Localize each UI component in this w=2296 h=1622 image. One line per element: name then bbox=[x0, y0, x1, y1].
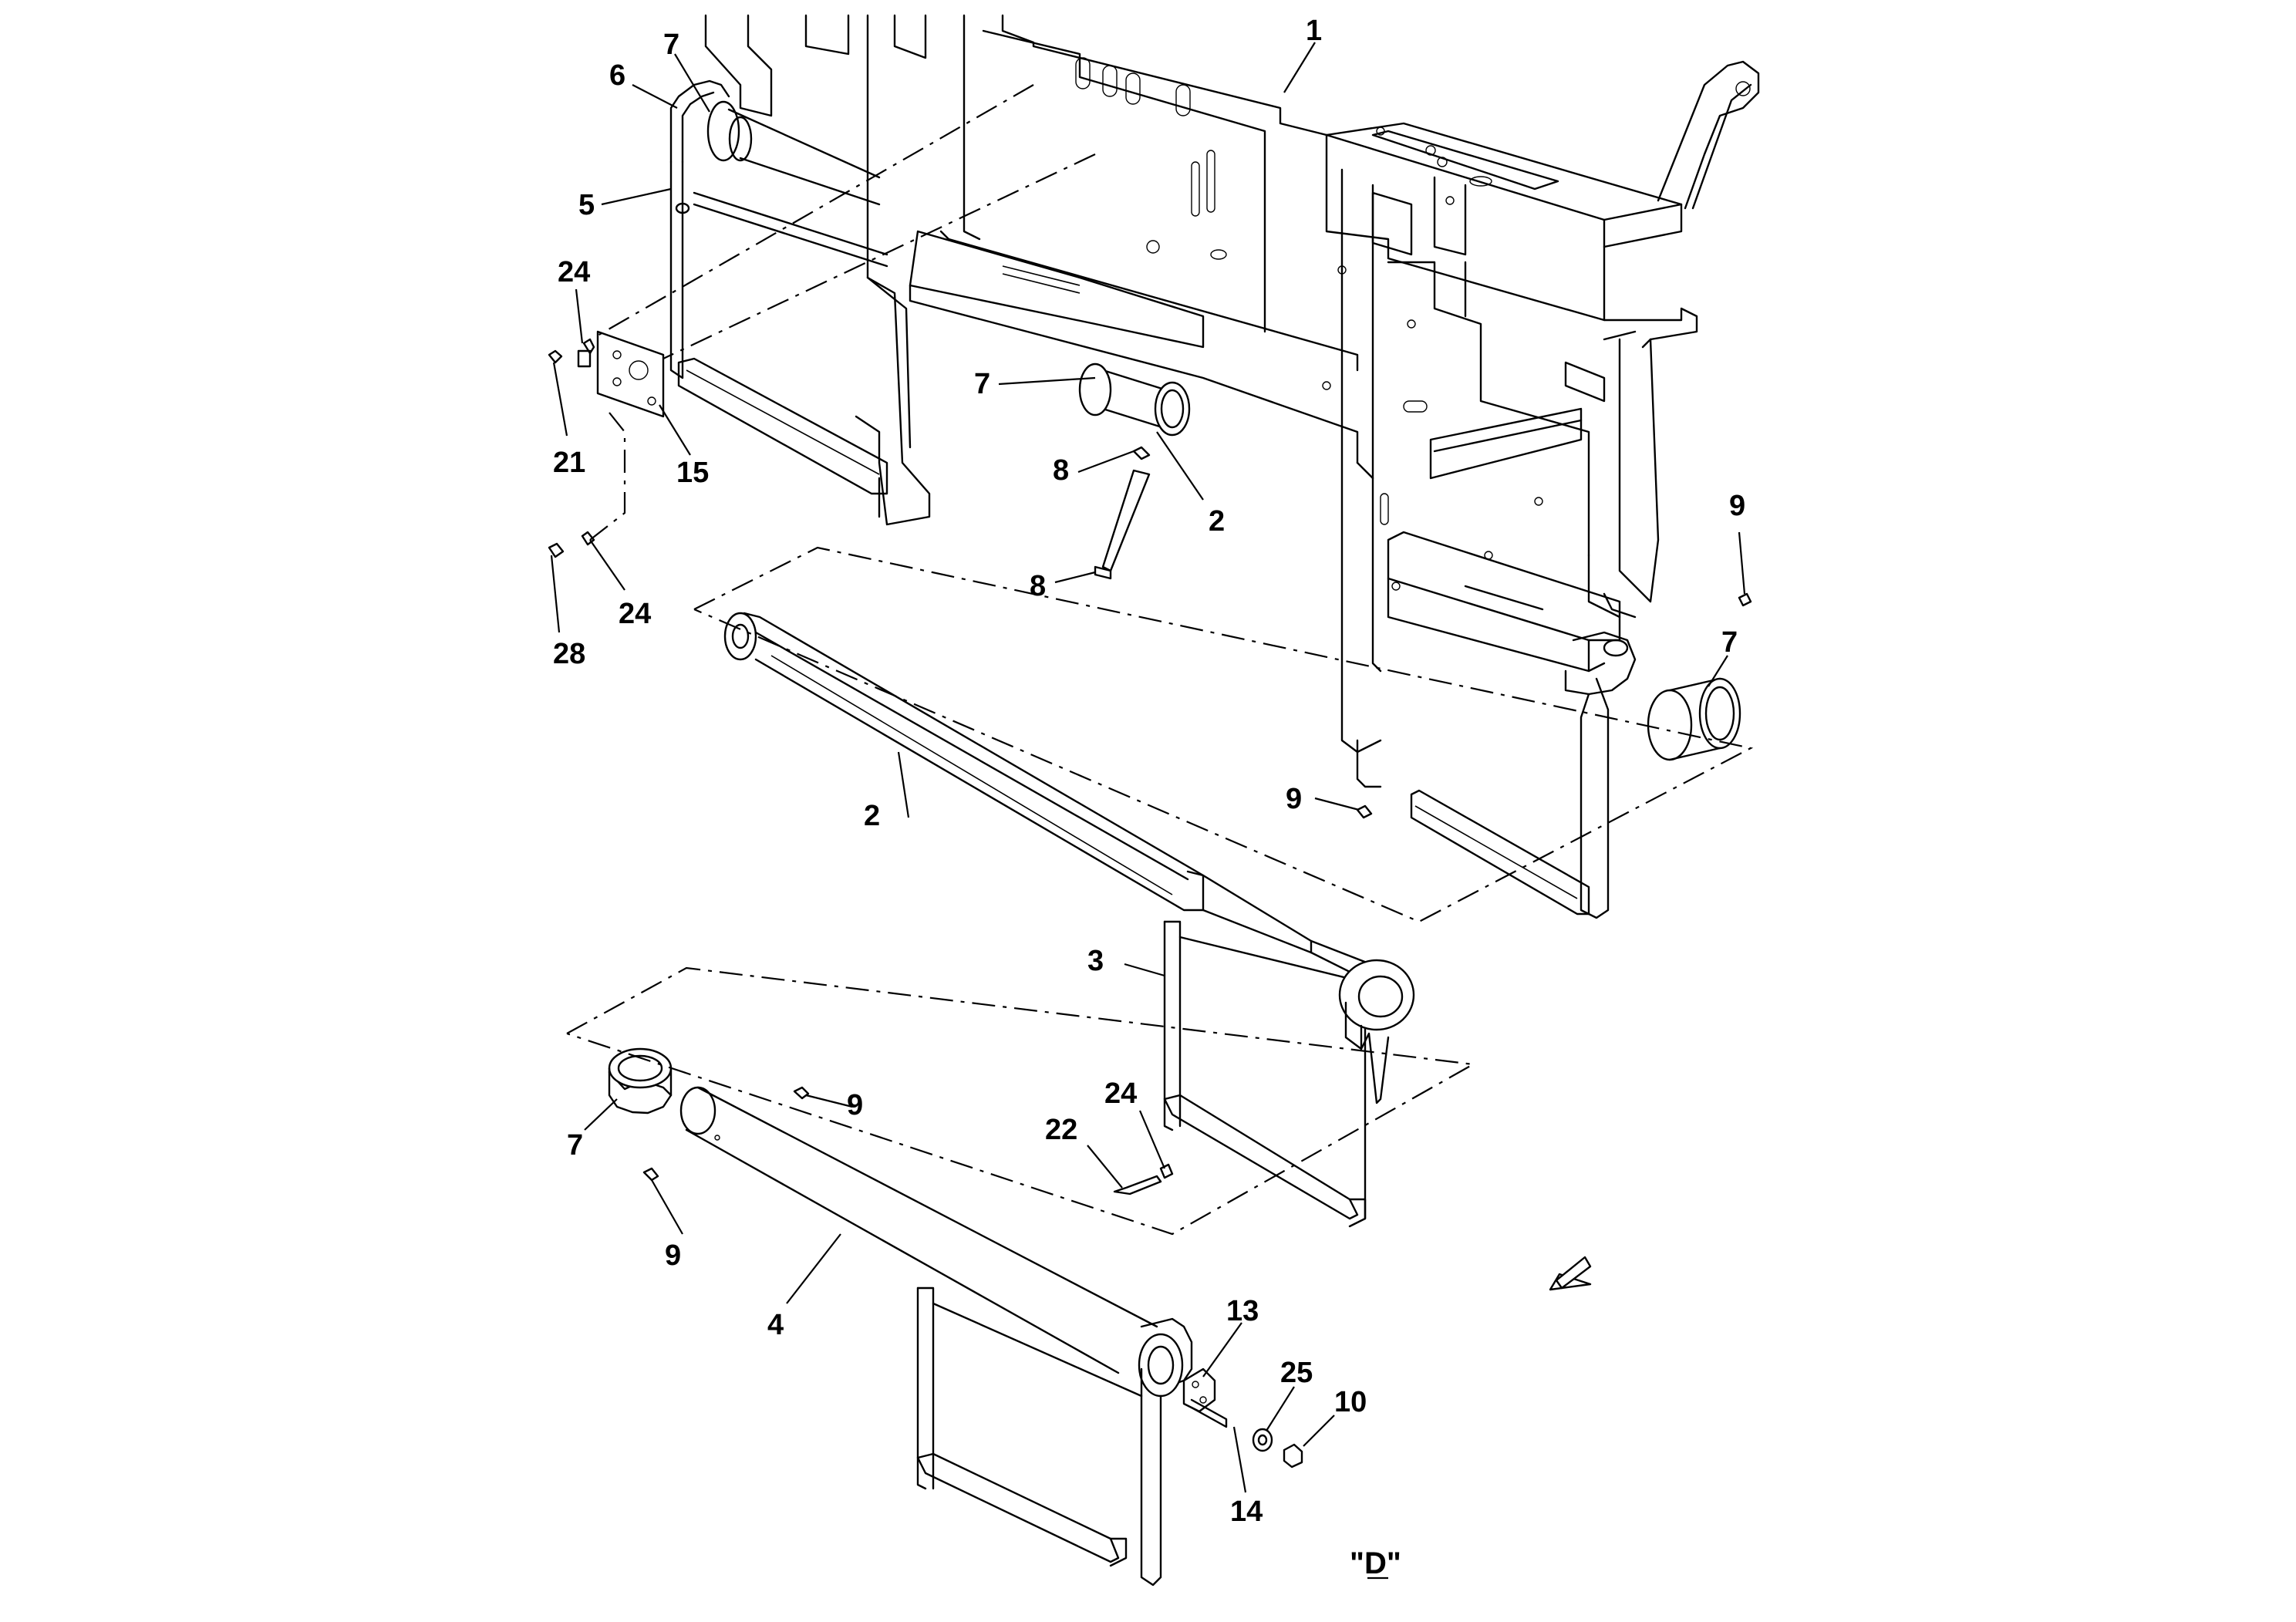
leader-lines bbox=[550, 42, 1746, 1493]
callouts: 1 6 7 5 24 21 15 28 24 7 8 2 8 9 7 9 2 3… bbox=[553, 15, 1745, 1528]
view-label: "D" bbox=[1350, 1546, 1401, 1580]
callout-24: 24 bbox=[619, 598, 651, 630]
callout-15: 15 bbox=[676, 457, 709, 489]
callout-14: 14 bbox=[1230, 1496, 1263, 1528]
callout-6: 6 bbox=[609, 59, 625, 92]
callout-21: 21 bbox=[553, 447, 585, 479]
callout-9: 9 bbox=[665, 1239, 681, 1272]
center-sleeve-and-pin bbox=[1078, 363, 1191, 580]
callout-7: 7 bbox=[974, 368, 990, 400]
callout-25: 25 bbox=[1280, 1357, 1313, 1389]
callout-10: 10 bbox=[1334, 1386, 1367, 1418]
callout-9: 9 bbox=[847, 1089, 863, 1121]
callout-7: 7 bbox=[567, 1129, 583, 1162]
callout-22: 22 bbox=[1045, 1114, 1077, 1146]
callout-2: 2 bbox=[1209, 505, 1225, 538]
main-frame bbox=[704, 14, 1760, 919]
callout-1: 1 bbox=[1306, 15, 1322, 47]
callout-28: 28 bbox=[553, 638, 585, 670]
phantom-lines bbox=[566, 84, 1754, 1236]
callout-24: 24 bbox=[558, 256, 590, 288]
callout-8: 8 bbox=[1053, 454, 1069, 487]
callout-9: 9 bbox=[1286, 783, 1302, 815]
callout-9: 9 bbox=[1729, 490, 1745, 522]
callout-24: 24 bbox=[1104, 1077, 1137, 1110]
view-direction-arrow-icon bbox=[1549, 1256, 1592, 1291]
callout-7: 7 bbox=[663, 29, 679, 61]
callout-2: 2 bbox=[864, 800, 880, 832]
callout-5: 5 bbox=[578, 189, 595, 221]
cylinder-2 bbox=[723, 612, 1382, 989]
right-bushing bbox=[1356, 592, 1752, 819]
callout-7: 7 bbox=[1721, 626, 1738, 659]
callout-3: 3 bbox=[1087, 945, 1104, 977]
tube-4 bbox=[642, 1086, 1193, 1587]
upper-left-pivot-assembly bbox=[548, 79, 888, 558]
callout-8: 8 bbox=[1030, 570, 1046, 602]
bracket-3 bbox=[1113, 920, 1415, 1228]
callout-4: 4 bbox=[767, 1309, 784, 1341]
callout-13: 13 bbox=[1226, 1295, 1259, 1327]
end-hardware bbox=[1182, 1367, 1303, 1469]
